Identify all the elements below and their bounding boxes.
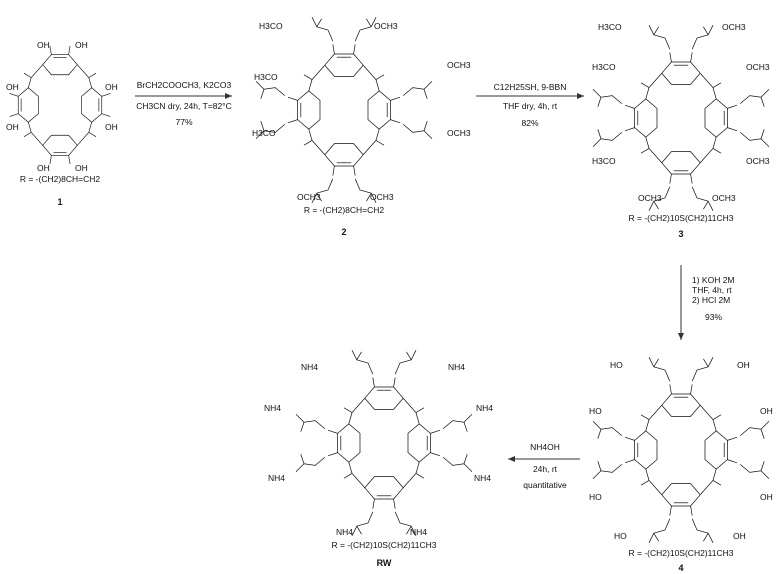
c1-oh-label: OH	[75, 163, 88, 173]
step2-yield: 82%	[521, 118, 539, 128]
c3-ester-label: H3CO	[598, 22, 622, 32]
compound-1-r-definition: R = -(CH2)8CH=CH2	[19, 174, 101, 184]
step2-reagents: C12H25SH, 9-BBN	[493, 82, 567, 92]
rw-nh4-label: NH4	[264, 403, 282, 413]
c1-oh-label: OH	[6, 122, 19, 132]
step3-conditions: THF, 4h, rt	[692, 285, 732, 295]
c4-acid-label: OH	[760, 406, 773, 416]
rw-nh4-label: NH4	[301, 362, 319, 372]
c4-acid-label: OH	[733, 531, 746, 541]
step1-yield: 77%	[175, 117, 193, 127]
c2-ester-label: OCH3	[370, 192, 394, 202]
c2-ester-label: H3CO	[252, 128, 276, 138]
c4-acid-label: HO	[614, 531, 627, 541]
c4-acid-label: HO	[610, 360, 623, 370]
step4-reagents: NH4OH	[530, 442, 560, 452]
compound-1-number: 1	[57, 197, 63, 207]
rw-nh4-label: NH4	[410, 527, 428, 537]
step1-conditions: CH3CN dry, 24h, T=82°C	[136, 101, 232, 111]
c4-acid-label: OH	[737, 360, 750, 370]
c2-ester-label: OCH3	[374, 21, 398, 31]
compound-2-structure	[255, 16, 433, 204]
step4-yield: quantitative	[523, 480, 567, 490]
compound-3-structure	[592, 24, 770, 212]
compound-1-structure	[9, 45, 111, 165]
step4-conditions: 24h, rt	[532, 464, 558, 474]
step2-conditions: THF dry, 4h, rt	[502, 101, 558, 111]
c3-ester-label: OCH3	[712, 193, 736, 203]
c1-oh-label: OH	[105, 122, 118, 132]
step3-reagent-2: 2) HCl 2M	[692, 295, 731, 305]
c1-oh-label: OH	[105, 82, 118, 92]
compound-2-r-definition: R = -(CH2)8CH=CH2	[303, 205, 385, 215]
step1-reagents: BrCH2COOCH3, K2CO3	[136, 80, 232, 90]
c1-oh-label: OH	[75, 40, 88, 50]
rw-nh4-label: NH4	[476, 403, 494, 413]
compound-3-r-definition: R = -(CH2)10S(CH2)11CH3	[628, 213, 734, 223]
rw-nh4-label: NH4	[268, 473, 286, 483]
step3-yield: 93%	[705, 312, 723, 322]
c2-ester-label: OCH3	[447, 128, 471, 138]
compound-rw-r-definition: R = -(CH2)10S(CH2)11CH3	[331, 540, 437, 550]
compound-4-r-definition: R = -(CH2)10S(CH2)11CH3	[628, 548, 734, 558]
rw-nh4-label: NH4	[474, 473, 492, 483]
compound-rw-number: RW	[376, 558, 392, 568]
c1-oh-label: OH	[37, 40, 50, 50]
rw-nh4-label: NH4	[448, 362, 466, 372]
compound-3-number: 3	[678, 229, 684, 239]
step3-reagent-1: 1) KOH 2M	[692, 275, 735, 285]
c4-acid-label: HO	[589, 406, 602, 416]
c3-ester-label: OCH3	[638, 193, 662, 203]
c3-ester-label: OCH3	[722, 22, 746, 32]
c4-acid-label: OH	[760, 492, 773, 502]
c3-ester-label: H3CO	[592, 62, 616, 72]
c2-ester-label: OCH3	[297, 192, 321, 202]
c1-oh-label: OH	[37, 163, 50, 173]
c4-acid-label: HO	[589, 492, 602, 502]
rw-nh4-label: NH4	[336, 527, 354, 537]
c3-ester-label: OCH3	[746, 156, 770, 166]
compound-2-number: 2	[341, 227, 347, 237]
compound-rw-structure	[295, 349, 473, 537]
compound-4-structure	[592, 356, 770, 544]
c3-ester-label: H3CO	[592, 156, 616, 166]
c1-oh-label: OH	[6, 82, 19, 92]
c3-ester-label: OCH3	[746, 62, 770, 72]
compound-4-number: 4	[678, 563, 684, 573]
c2-ester-label: OCH3	[447, 60, 471, 70]
c2-ester-label: H3CO	[259, 21, 283, 31]
c2-ester-label: H3CO	[254, 72, 278, 82]
